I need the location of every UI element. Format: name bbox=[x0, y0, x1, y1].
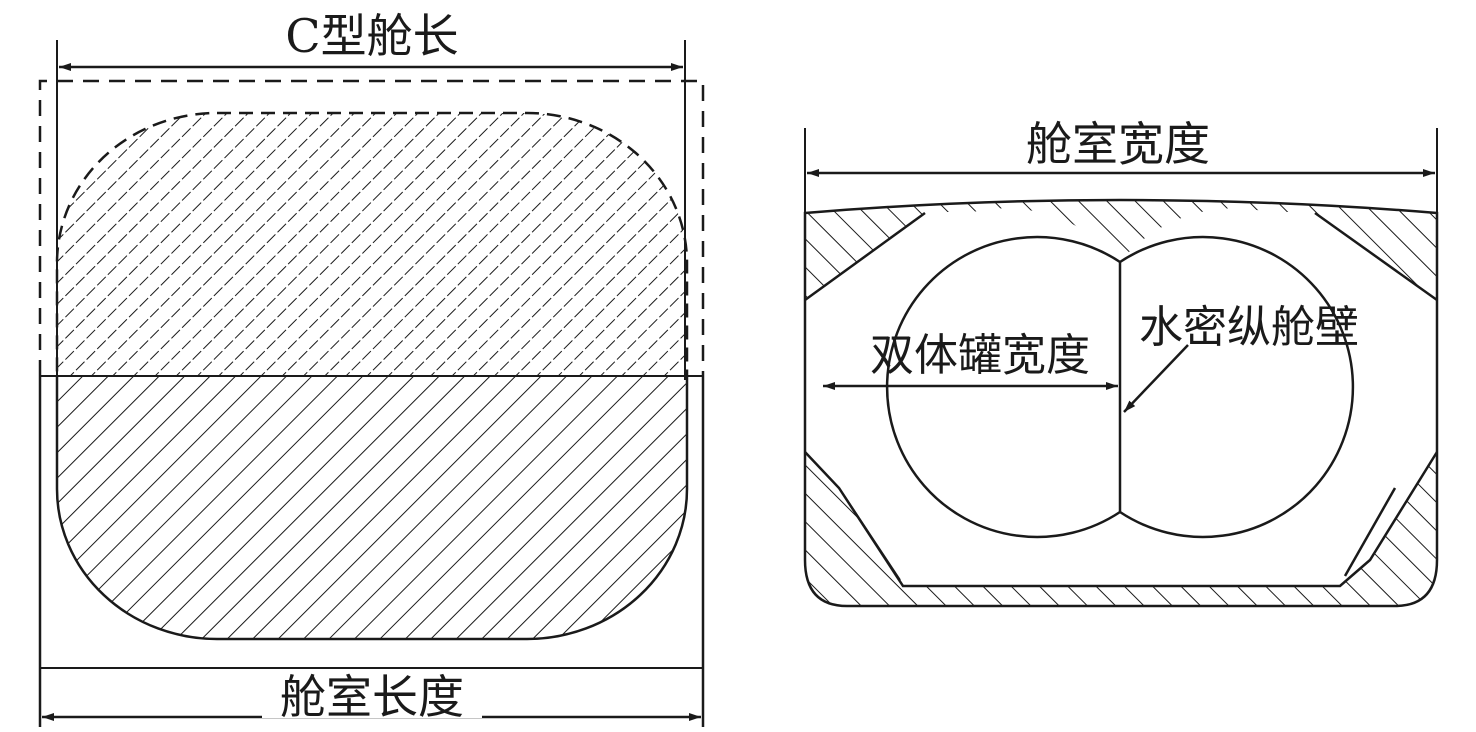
bracket-right bbox=[1343, 487, 1397, 577]
c-tank-upper-region bbox=[55, 111, 689, 376]
right-view: 舱室宽度 双体罐宽度 水密纵舱壁 bbox=[803, 117, 1439, 608]
c-tank-outline-dashed bbox=[55, 111, 689, 376]
c-tank-lower-region bbox=[55, 376, 689, 641]
c-tank-length-dimension: C型舱长 bbox=[56, 9, 686, 380]
bulkhead-label: 水密纵舱壁 bbox=[1139, 302, 1359, 353]
c-tank-outline-solid bbox=[55, 376, 689, 641]
hull-outline bbox=[803, 198, 1439, 608]
upper-left-wing-wall bbox=[804, 211, 926, 302]
hold-width-label: 舱室宽度 bbox=[1026, 117, 1210, 171]
bilobe-width-label: 双体罐宽度 bbox=[870, 330, 1090, 381]
hold-length-dimension: 舱室长度 bbox=[42, 670, 701, 724]
bilobe-width-dimension: 双体罐宽度 bbox=[823, 330, 1118, 390]
hold-length-label: 舱室长度 bbox=[280, 670, 464, 724]
hold-boundary-dashed bbox=[38, 79, 705, 376]
left-view: C型舱长 舱室长度 bbox=[38, 9, 705, 727]
inner-bottom-wall bbox=[804, 451, 1439, 588]
bilobe-tank bbox=[885, 235, 1355, 539]
hull-hatched-structure bbox=[805, 200, 1437, 606]
bulkhead-leader-arrow bbox=[1123, 344, 1189, 413]
c-tank-length-label: C型舱长 bbox=[285, 9, 458, 63]
upper-right-wing-wall bbox=[1314, 211, 1438, 302]
hold-width-dimension: 舱室宽度 bbox=[804, 117, 1438, 215]
bracket-left bbox=[838, 487, 901, 581]
bulkhead-callout: 水密纵舱壁 bbox=[1123, 302, 1359, 413]
